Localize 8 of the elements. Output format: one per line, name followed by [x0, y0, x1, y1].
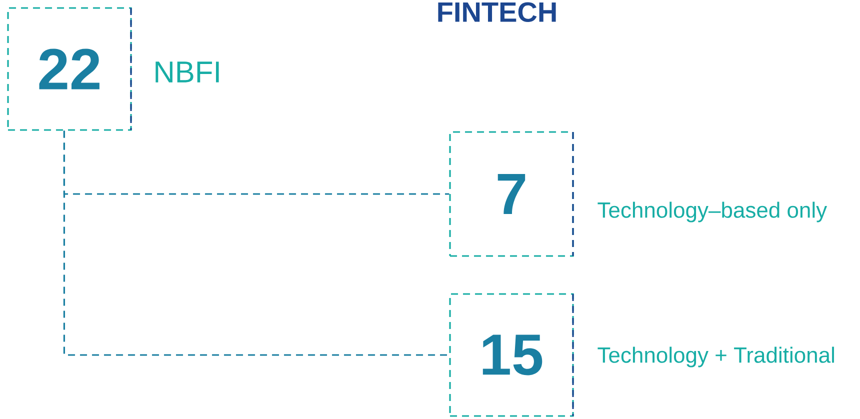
heading: FINTECH — [438, 2, 556, 22]
number-box: 22 — [7, 7, 132, 131]
category-label: NBFI — [156, 62, 219, 82]
number-box: 15 — [449, 293, 574, 417]
connector-line — [63, 130, 450, 356]
category-label: Technology + Traditional — [598, 346, 834, 368]
category-label: Technology–based only — [598, 202, 828, 222]
number-box: 7 — [449, 131, 574, 257]
